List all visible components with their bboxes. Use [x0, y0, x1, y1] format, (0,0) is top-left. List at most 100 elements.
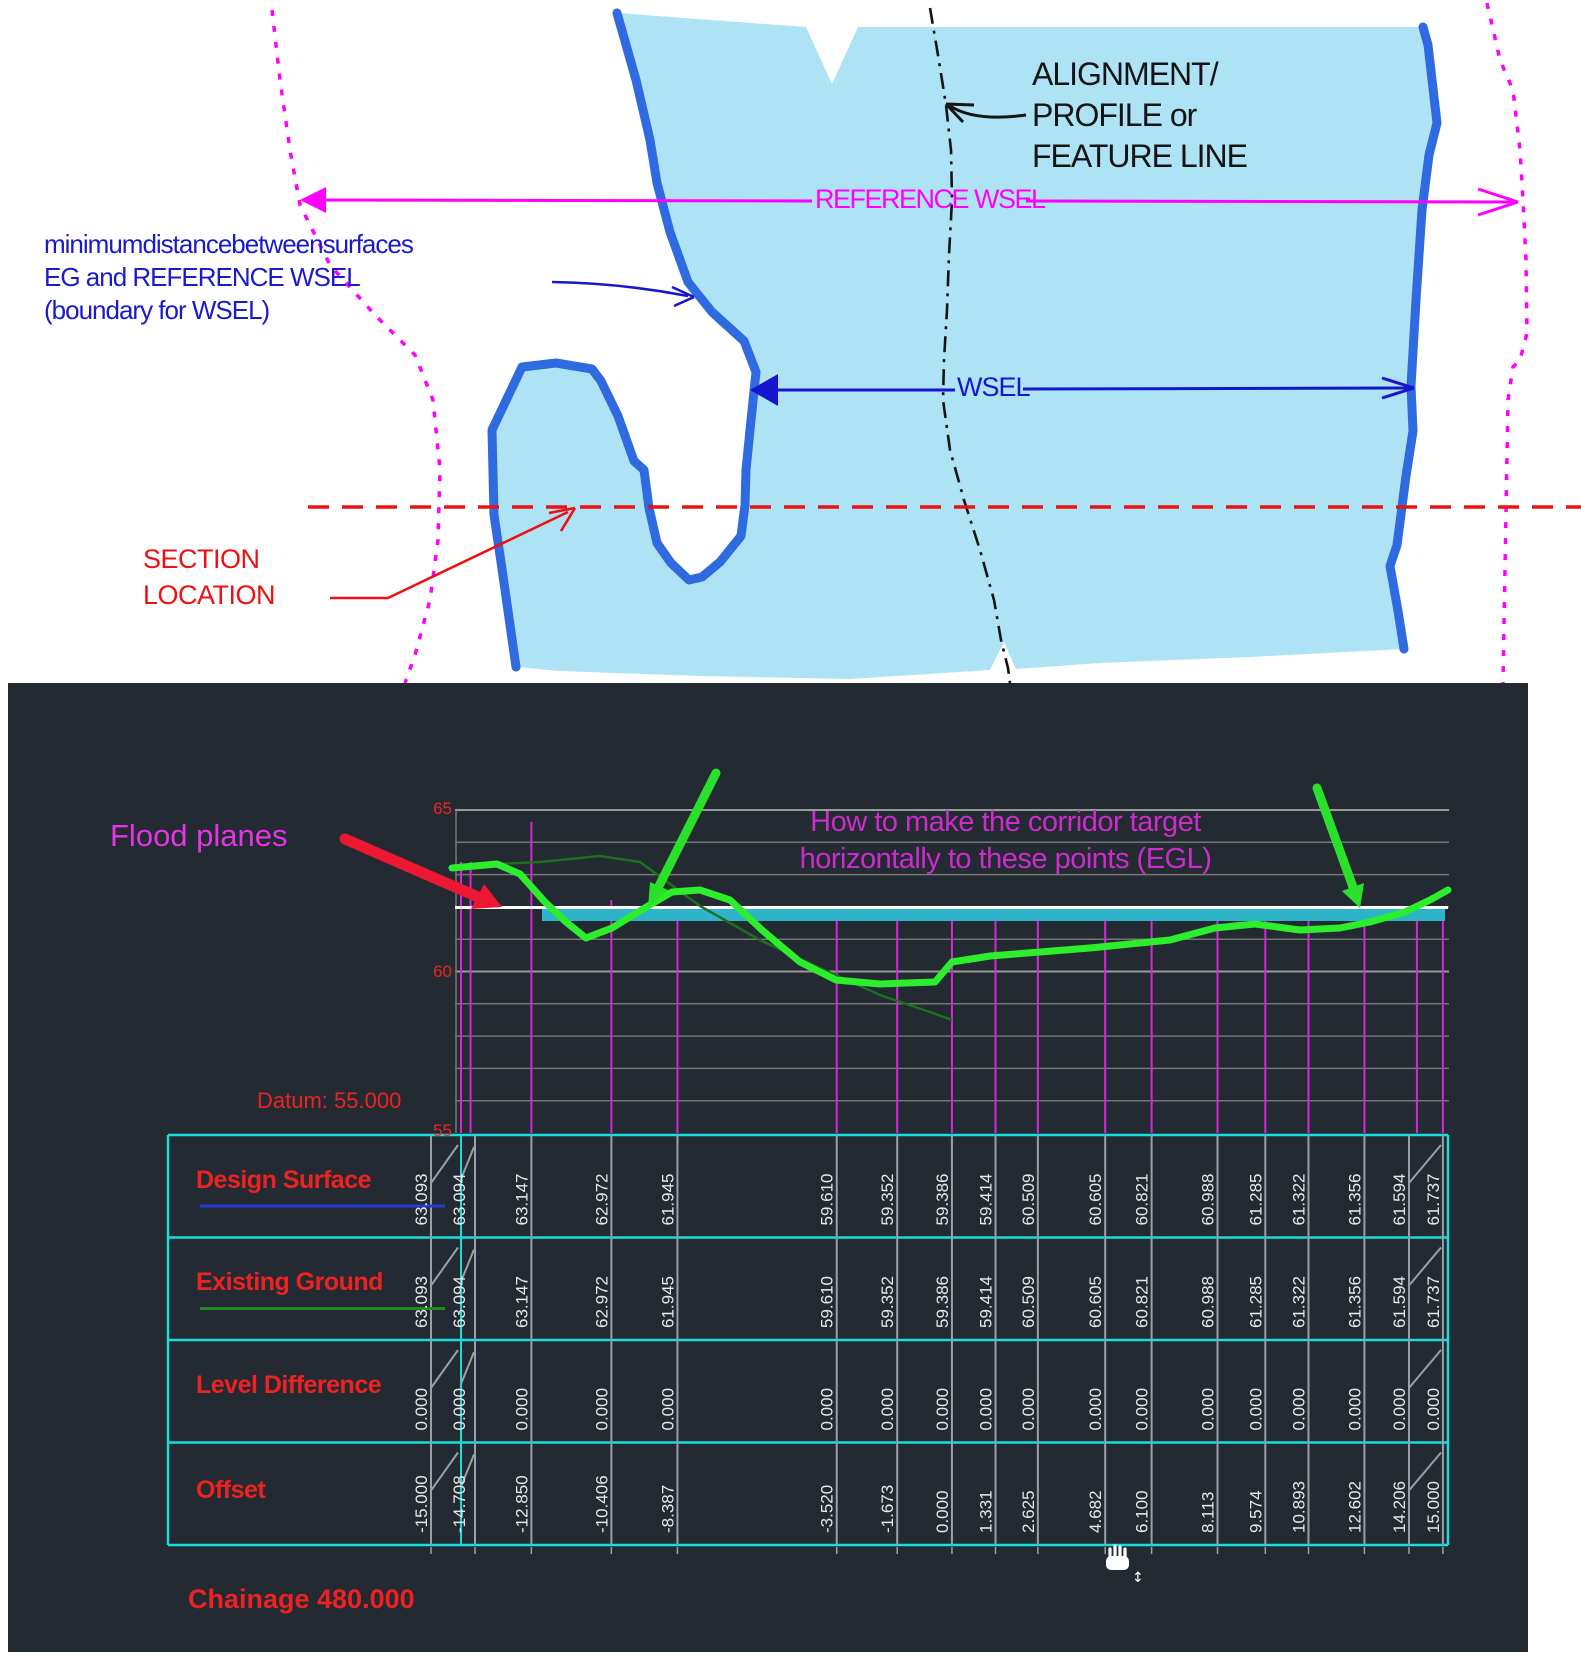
table-cell: -12.850: [512, 1475, 531, 1533]
flood-planes-label: Flood planes: [110, 818, 288, 853]
table-cell: 61.737: [1424, 1276, 1443, 1328]
table-cell: 0.000: [658, 1388, 677, 1431]
table-cell: 0.000: [1086, 1388, 1105, 1431]
elev-tick-55: 55: [433, 1121, 452, 1140]
alignment-feature-line: [928, 7, 1012, 683]
wsel-boundary-left: [487, 8, 761, 672]
table-cell: 61.945: [658, 1174, 677, 1226]
table-cell: 0.000: [818, 1388, 837, 1431]
table-cell: 60.509: [1019, 1276, 1038, 1328]
table-cell: 59.610: [818, 1276, 837, 1328]
table-cell: 9.574: [1246, 1490, 1265, 1533]
table-cell: 63.094: [450, 1174, 469, 1226]
section-location-line-1: SECTION: [143, 544, 260, 574]
min-distance-leader-arrow: [551, 280, 695, 308]
table-cell: 0.000: [1246, 1388, 1265, 1431]
table-cell: 0.000: [1289, 1388, 1308, 1431]
table-cell: 2.625: [1019, 1490, 1038, 1533]
table-cell: 6.100: [1133, 1490, 1152, 1533]
table-cell: 63.093: [412, 1174, 431, 1226]
table-cell: 63.093: [412, 1276, 431, 1328]
table-cell: 0.000: [412, 1388, 431, 1431]
table-cell: 0.000: [1345, 1388, 1364, 1431]
table-cell: 0.000: [1019, 1388, 1038, 1431]
alignment-line-1: ALIGNMENT/: [1032, 56, 1219, 92]
reference-wsel-label: REFERENCE WSEL: [815, 184, 1046, 214]
table-cell: 15.000: [1424, 1481, 1443, 1533]
alignment-line-3: FEATURE LINE: [1032, 138, 1248, 174]
svg-text:↕: ↕: [1132, 1570, 1144, 1586]
water-surface-area: [492, 13, 1437, 679]
cad-viewport-background: [8, 683, 1528, 1652]
table-cell: 62.972: [592, 1276, 611, 1328]
table-cell: 63.147: [512, 1174, 531, 1226]
table-cell: 0.000: [1390, 1388, 1409, 1431]
row-label-design-surface: Design Surface: [196, 1166, 372, 1194]
alignment-label: ALIGNMENT/ PROFILE or FEATURE LINE: [1032, 54, 1248, 177]
table-cell: 60.821: [1133, 1174, 1152, 1226]
section-view-panel: 63.093 63.094 63.147 62.972 61.945 59.610 59.3…: [8, 683, 1528, 1652]
table-cell: 0.000: [933, 1388, 952, 1431]
table-cell: 0.000: [878, 1388, 897, 1431]
flood-plane-band: [542, 909, 1445, 921]
table-cell: 62.972: [592, 1174, 611, 1226]
table-cell: 61.945: [658, 1276, 677, 1328]
table-cell: 0.000: [1198, 1388, 1217, 1431]
table-cell: 8.113: [1198, 1492, 1217, 1533]
table-cell: -15.000: [412, 1475, 431, 1533]
table-cell: 12.602: [1345, 1481, 1364, 1533]
chainage-label: Chainage 480.000: [188, 1584, 415, 1614]
table-cell: 61.285: [1246, 1276, 1265, 1328]
reference-wsel-dimension: [300, 187, 1519, 217]
wsel-dimension: [750, 374, 1415, 406]
min-distance-label: minimumdistancebetweensurfaces EG and RE…: [44, 228, 414, 327]
design-surface-line: [451, 854, 953, 1022]
table-cell: 61.285: [1246, 1174, 1265, 1226]
existing-ground-line: [448, 860, 1452, 988]
row-label-offset: Offset: [196, 1476, 266, 1504]
table-cell: 0.000: [933, 1490, 952, 1533]
section-location-line-2: LOCATION: [143, 580, 276, 610]
table-cell: 0.000: [1424, 1388, 1443, 1431]
table-cell: 61.594: [1390, 1276, 1409, 1328]
alignment-leader-arrow: [944, 102, 1027, 124]
row-label-level-difference: Level Difference: [196, 1371, 382, 1399]
table-cell: 61.356: [1345, 1174, 1364, 1226]
min-distance-line-2: EG and REFERENCE WSEL: [44, 262, 361, 292]
elev-tick-65: 65: [433, 799, 452, 818]
section-location-leader-arrow: [330, 506, 577, 600]
table-cell: 0.000: [450, 1388, 469, 1431]
table-cell: 59.386: [933, 1174, 952, 1226]
table-cell: 59.386: [933, 1276, 952, 1328]
table-cell: 60.509: [1019, 1174, 1038, 1226]
datum-label: Datum: 55.000: [257, 1088, 402, 1113]
table-cell: 0.000: [977, 1388, 996, 1431]
table-cell: 61.356: [1345, 1276, 1364, 1328]
section-location-label: SECTION LOCATION: [143, 541, 276, 613]
corridor-target-line-2: horizontally to these points (EGL): [799, 843, 1212, 875]
corridor-target-line-1: How to make the corridor target: [810, 806, 1201, 838]
pan-hand-cursor: ↕: [1106, 1544, 1144, 1586]
table-cell: 10.893: [1289, 1481, 1308, 1533]
table-cell: 0.000: [592, 1388, 611, 1431]
table-cell: 59.414: [977, 1276, 996, 1328]
reference-wsel-limit-right: [1485, 2, 1529, 683]
table-cell: 60.988: [1198, 1174, 1217, 1226]
table-cell: 4.682: [1086, 1490, 1105, 1533]
table-cell: -14.708: [450, 1475, 469, 1533]
elev-tick-60: 60: [433, 962, 452, 981]
table-cell: 60.605: [1086, 1276, 1105, 1328]
table-cell: 0.000: [1133, 1388, 1152, 1431]
table-cell: 61.594: [1390, 1174, 1409, 1226]
sample-point-verticals: [460, 822, 1444, 1133]
table-cell: 61.322: [1289, 1276, 1308, 1328]
wsel-label: WSEL: [957, 372, 1031, 402]
flood-planes-arrow: [339, 833, 502, 909]
table-cell: 59.352: [878, 1276, 897, 1328]
table-cell: 61.737: [1424, 1174, 1443, 1226]
table-cell: 59.352: [878, 1174, 897, 1226]
table-cell: 60.821: [1133, 1276, 1152, 1328]
alignment-line-2: PROFILE or: [1032, 97, 1197, 133]
min-distance-line-1: minimumdistancebetweensurfaces: [44, 229, 414, 259]
